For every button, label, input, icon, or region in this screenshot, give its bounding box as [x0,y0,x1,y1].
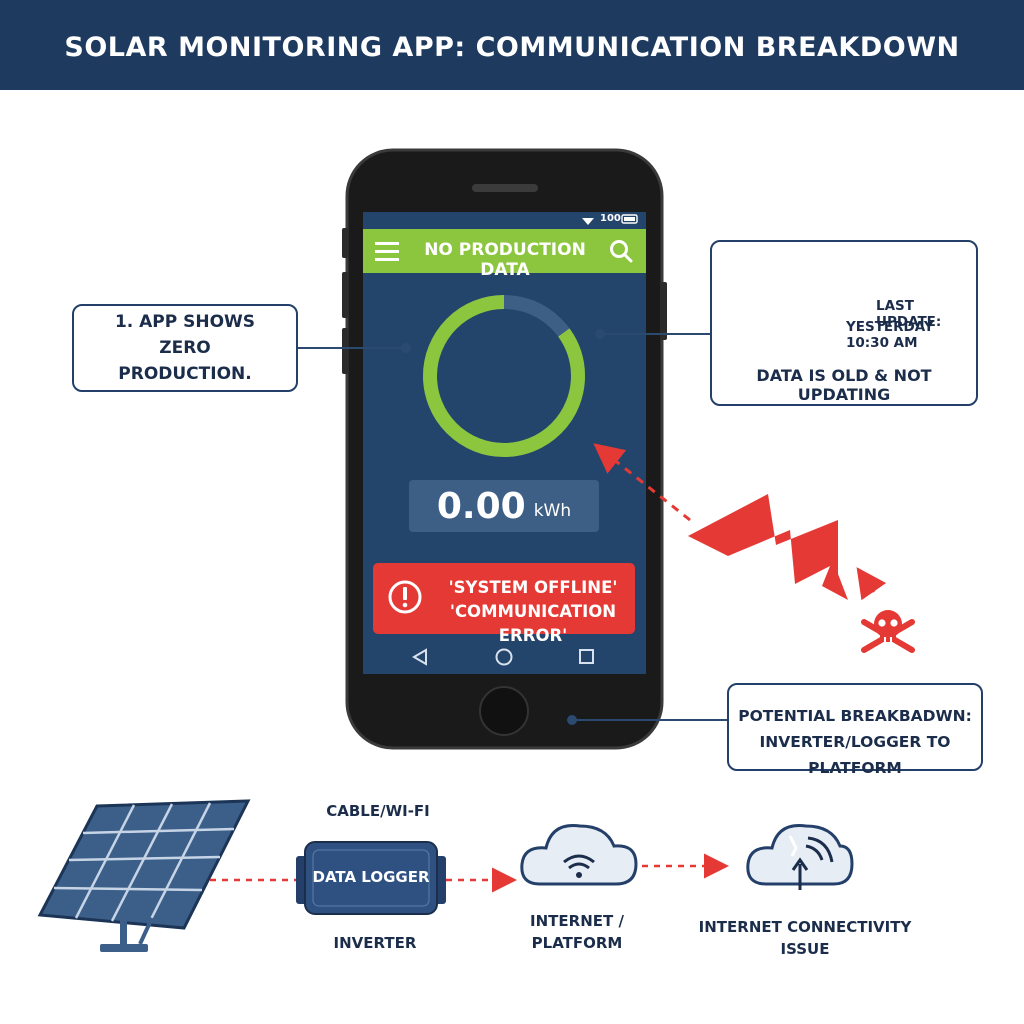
gauge-fill-arc [423,295,585,457]
energy-value: 0.00 [436,485,526,527]
cloud-connectivity-issue-icon [746,823,854,890]
last-update-label: LAST UPDATE: [876,298,942,330]
alert-banner [373,563,635,634]
platform-label-line-1: INTERNET / [530,912,624,930]
page-title: SOLAR MONITORING APP: COMMUNICATION BREA… [64,32,960,63]
search-icon[interactable] [610,240,633,263]
connectivity-issue-line-1: INTERNET CONNECTIVITY [698,918,912,936]
connectivity-issue-line-2: ISSUE [780,940,830,958]
callout-breakdown: POTENTIAL BREAKBADWN: INVERTER/LOGGER TO… [727,683,983,777]
last-update-value: YESTERDAY 10:30 AM [846,319,934,351]
inverter-label: INVERTER [333,934,417,952]
breakdown-signal [593,443,887,601]
battery-icon [621,214,638,224]
home-button [479,686,529,736]
title-banner: SOLAR MONITORING APP: COMMUNICATION BREA… [0,0,1024,90]
skull-crossbones-icon [861,610,915,653]
home-icon[interactable] [495,648,513,666]
production-gauge [423,295,585,457]
breakdown-line-1: POTENTIAL BREAKBADWN: [738,707,972,725]
callout-connectors [298,329,727,725]
app-bar-title: NO PRODUCTION DATA [424,240,586,280]
callout-last-update: LAST UPDATE: YESTERDAY 10:30 AM DATA IS … [710,240,978,406]
menu-icon[interactable] [375,242,399,261]
speaker-grille [472,184,538,192]
energy-readout: 0.00 kWh [409,480,599,532]
alert-line-1: 'SYSTEM OFFLINE' [448,578,618,597]
link-label: CABLE/WI-FI [326,802,430,820]
alert-message: 'SYSTEM OFFLINE' 'COMMUNICATION ERROR' [428,576,638,648]
recents-icon[interactable] [579,649,594,664]
callout-zero-production: 1. APP SHOWS ZERO PRODUCTION. [72,304,298,392]
platform-label-line-2: PLATFORM [531,934,623,952]
status-bar [582,214,638,225]
signal-strength: 100 [600,213,621,224]
app-bar [363,229,646,273]
last-update-caption: DATA IS OLD & NOT UPDATING [756,366,932,404]
warning-icon [388,580,422,614]
wifi-icon [582,218,594,225]
energy-unit: kWh [533,501,572,521]
flow-arrows [210,853,729,893]
platform-label: INTERNET / PLATFORM [512,910,642,954]
breakdown-line-2: INVERTER/LOGGER TO PLATFORM [759,733,951,777]
data-logger-device[interactable] [296,841,446,915]
connectivity-issue-label: INTERNET CONNECTIVITY ISSUE [690,916,920,960]
cloud-wifi-icon [520,823,638,886]
back-icon[interactable] [412,648,427,666]
solar-panel-icon [37,799,251,952]
lightning-bolt-icon [688,494,848,600]
data-logger-label: DATA LOGGER [312,868,430,886]
callout-zero-production-text: 1. APP SHOWS ZERO PRODUCTION. [114,312,256,384]
energy-readout-box [409,480,599,532]
alert-line-2: 'COMMUNICATION ERROR' [449,602,617,645]
